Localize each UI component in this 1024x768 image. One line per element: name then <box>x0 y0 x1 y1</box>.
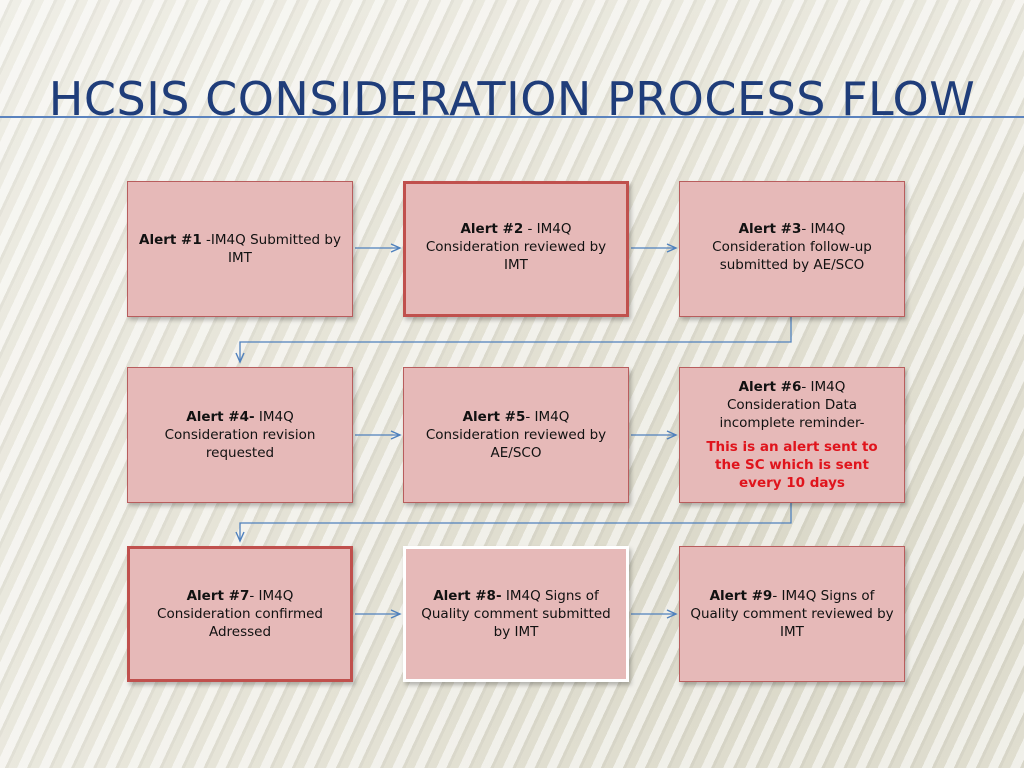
arrow-3-to-4 <box>235 316 792 364</box>
alert-3-box: Alert #3- IM4Q Consideration follow-up s… <box>679 181 905 317</box>
alert-7-box: Alert #7- IM4Q Consideration confirmed A… <box>127 546 353 682</box>
alert-5-text: Alert #5- IM4Q Consideration reviewed by… <box>425 409 607 461</box>
alert-2-text: Alert #2 - IM4Q Consideration reviewed b… <box>425 221 607 273</box>
arrow-6-to-7 <box>235 502 792 543</box>
alert-8-box: Alert #8- IM4Q Signs of Quality comment … <box>403 546 629 682</box>
alert-9-text: Alert #9- IM4Q Signs of Quality comment … <box>690 588 894 640</box>
alert-2-box: Alert #2 - IM4Q Consideration reviewed b… <box>403 181 629 317</box>
alert-4-text: Alert #4- IM4Q Consideration revision re… <box>164 409 316 461</box>
title-underline <box>0 116 1024 118</box>
alert-9-box: Alert #9- IM4Q Signs of Quality comment … <box>679 546 905 682</box>
alert-5-box: Alert #5- IM4Q Consideration reviewed by… <box>403 367 629 503</box>
alert-6-text: Alert #6- IM4Q Consideration Data incomp… <box>719 379 865 431</box>
alert-1-text: Alert #1 -IM4Q Submitted by IMT <box>139 232 341 266</box>
alert-7-text: Alert #7- IM4Q Consideration confirmed A… <box>157 588 323 640</box>
alert-4-box: Alert #4- IM4Q Consideration revision re… <box>127 367 353 503</box>
alert-6-note: This is an alert sent to the SC which is… <box>706 439 878 491</box>
alert-3-text: Alert #3- IM4Q Consideration follow-up s… <box>712 221 872 273</box>
alert-6-box: Alert #6- IM4Q Consideration Data incomp… <box>679 367 905 503</box>
alert-8-text: Alert #8- IM4Q Signs of Quality comment … <box>421 588 611 640</box>
alert-1-box: Alert #1 -IM4Q Submitted by IMT <box>127 181 353 317</box>
